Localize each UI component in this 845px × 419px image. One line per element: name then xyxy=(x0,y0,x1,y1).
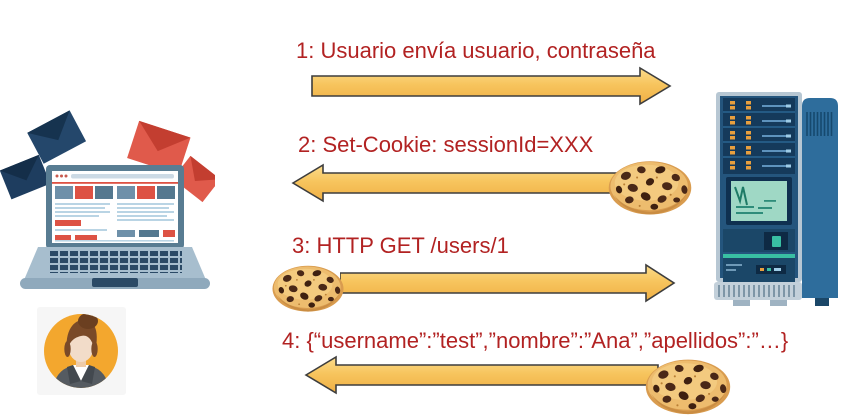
message-label-3: 3: HTTP GET /users/1 xyxy=(292,233,509,258)
message-label-4: 4: {“username”:”test”,”nombre”:”Ana”,”ap… xyxy=(282,328,789,353)
server-tower-icon xyxy=(714,92,838,306)
laptop-base xyxy=(20,247,210,289)
message-label-2: 2: Set-Cookie: sessionId=XXX xyxy=(298,132,594,157)
arrow-right-msg1 xyxy=(311,66,672,106)
user-avatar xyxy=(37,307,126,395)
laptop-screen xyxy=(46,165,184,249)
cookie-icon xyxy=(272,265,344,312)
server-leds xyxy=(730,101,791,170)
email-envelope-icon xyxy=(27,110,87,164)
arrow-left-msg2 xyxy=(291,163,654,203)
message-label-1: 1: Usuario envía usuario, contraseña xyxy=(296,38,656,63)
cookie-icon xyxy=(645,359,731,415)
email-envelope-icon xyxy=(172,155,215,203)
email-envelope-icon xyxy=(0,154,51,200)
server-screen xyxy=(726,177,792,225)
arrow-right-msg3 xyxy=(340,263,676,303)
arrow-left-msg4 xyxy=(304,355,659,395)
email-envelope-icon xyxy=(127,120,191,175)
cookie-icon xyxy=(608,161,692,215)
client-laptop-icon xyxy=(0,110,215,289)
